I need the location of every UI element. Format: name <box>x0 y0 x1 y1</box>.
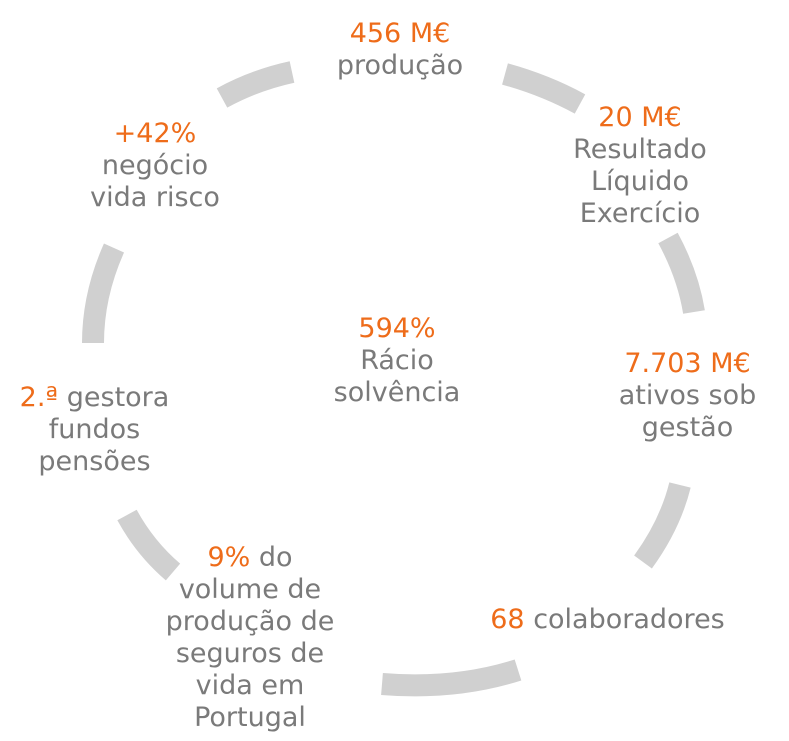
production-value: 456 M€ <box>349 18 451 49</box>
risk-life-stat: +42% negócio vida risco <box>55 118 255 214</box>
pension-funds-stat: 2.ª gestora fundos pensões <box>2 382 187 478</box>
net-income-label-line-3: Exercício <box>579 198 701 229</box>
solvency-stat: 594% Rácio solvência <box>297 313 497 409</box>
market-share-value: 9% <box>207 542 251 573</box>
ring-arc-top-right <box>502 63 586 114</box>
ring-arc-bottom-left <box>117 509 181 581</box>
employees-stat: 68 colaboradores <box>460 604 755 636</box>
risk-life-value: +42% <box>113 118 197 149</box>
risk-life-label-line-1: negócio <box>101 150 209 181</box>
net-income-stat: 20 M€ Resultado Líquido Exercício <box>540 102 740 230</box>
pension-funds-line-2: fundos <box>48 414 141 445</box>
net-income-label-line-2: Líquido <box>591 166 689 197</box>
market-share-line-6: Portugal <box>194 702 306 733</box>
market-share-line-5: vida em <box>195 670 305 701</box>
assets-label-line-2: gestão <box>641 412 734 443</box>
assets-label-line-1: ativos sob <box>618 380 757 411</box>
market-share-stat: 9% do volume de produção de seguros de v… <box>145 542 355 734</box>
employees-line: 68 colaboradores <box>460 604 755 636</box>
market-share-line-4: seguros de <box>175 638 325 669</box>
market-share-line-3: produção de <box>165 606 335 637</box>
pension-funds-line-1: 2.ª gestora <box>2 382 187 414</box>
ring-arc-left <box>82 243 125 344</box>
employees-value: 68 <box>490 604 525 635</box>
assets-value: 7.703 M€ <box>624 348 751 379</box>
market-share-suffix: do <box>258 542 293 573</box>
market-share-line-2: volume de <box>178 574 322 605</box>
solvency-label-line-1: Rácio <box>360 345 434 376</box>
employees-label: colaboradores <box>533 604 725 635</box>
assets-stat: 7.703 M€ ativos sob gestão <box>600 348 775 444</box>
net-income-label-line-1: Resultado <box>573 134 707 165</box>
production-stat: 456 M€ produção <box>300 18 500 82</box>
pension-funds-line-3: pensões <box>38 446 151 477</box>
ring-arc-right-upper <box>658 232 705 314</box>
solvency-value: 594% <box>358 313 436 344</box>
ring-arc-top-left <box>216 61 295 108</box>
risk-life-label-line-2: vida risco <box>90 182 220 213</box>
net-income-value: 20 M€ <box>598 102 682 133</box>
solvency-label-line-2: solvência <box>333 377 461 408</box>
ring-arc-right-lower <box>634 482 691 569</box>
market-share-line-1: 9% do <box>145 542 355 574</box>
ring-arc-bottom <box>381 659 522 697</box>
pension-funds-value: 2.ª <box>19 382 59 413</box>
pension-funds-suffix: gestora <box>66 382 170 413</box>
production-label: produção <box>336 50 464 81</box>
